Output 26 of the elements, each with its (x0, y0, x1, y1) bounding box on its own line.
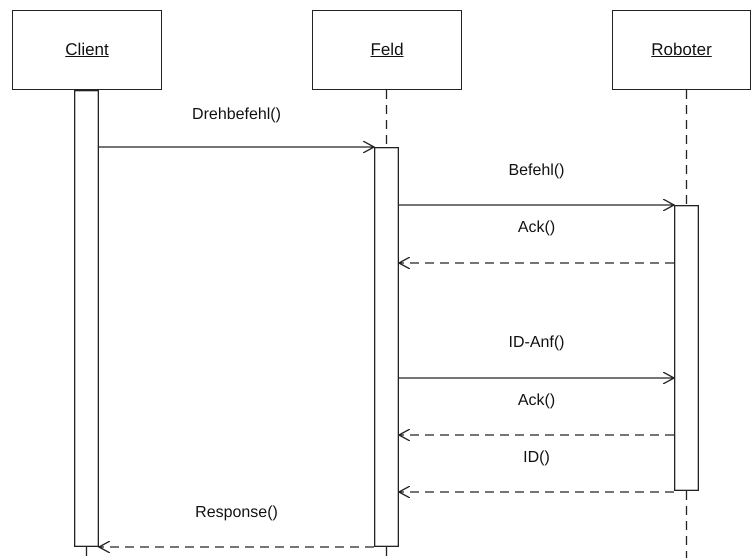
activation-bar (74, 90, 99, 547)
message-arrow (398, 485, 674, 499)
lifeline (686, 491, 688, 558)
message-label: Response() (193, 504, 280, 522)
object-name: Roboter (651, 40, 712, 60)
lifeline-head-box (12, 10, 162, 90)
lifeline-head-box (312, 10, 462, 90)
message-arrow (398, 256, 674, 270)
lifeline (86, 547, 88, 558)
object-name: Feld (370, 40, 404, 60)
message-arrow (99, 140, 375, 154)
message-label: Drehbefehl() (190, 106, 283, 124)
message-label: Ack() (516, 219, 558, 237)
message-label: Ack() (516, 392, 558, 410)
lifeline (686, 90, 688, 205)
message-arrow (399, 198, 675, 212)
activation-bar (374, 147, 399, 547)
lifeline (386, 90, 388, 147)
activation-bar (674, 205, 699, 491)
lifeline-head-box (612, 10, 751, 90)
message-arrow (398, 428, 674, 442)
lifeline (386, 547, 388, 558)
message-arrow (98, 540, 374, 554)
message-label: ID-Anf() (506, 334, 566, 352)
message-arrow (399, 371, 675, 385)
object-name: Client (65, 40, 109, 60)
